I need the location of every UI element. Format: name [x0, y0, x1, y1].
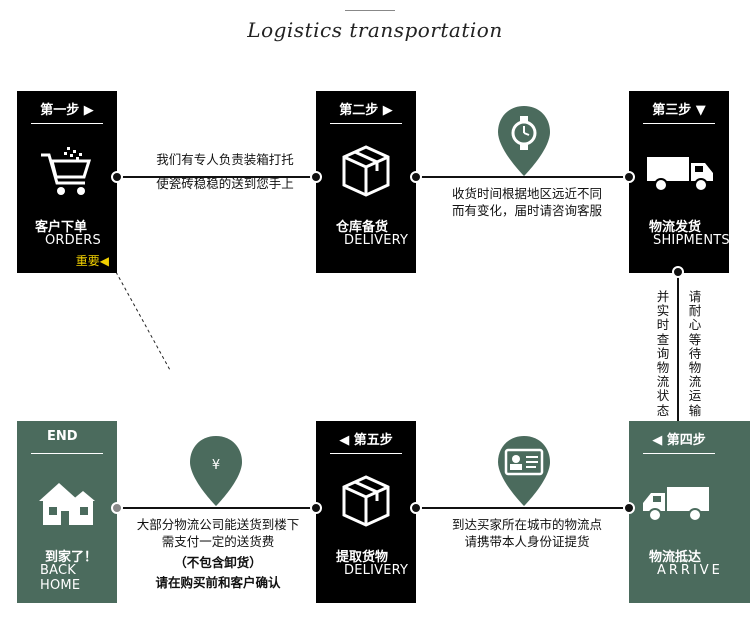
- step-1-label: 第一步 ▶: [40, 103, 94, 118]
- step-3-title: 物流发货: [649, 220, 702, 235]
- dashed-guide-line: [115, 271, 171, 371]
- truck-icon: [645, 141, 715, 201]
- clock-pin-icon: [498, 106, 550, 176]
- package-box-icon: [336, 471, 396, 531]
- step-3-box: 第三步 ▼ 物流发货 SHIPMENTS: [629, 91, 730, 273]
- step-end-box: END 到家了！ BACK HOME: [17, 421, 117, 603]
- connector-dot: [111, 502, 123, 514]
- title-ornament-line: [345, 10, 395, 11]
- step-5-subtitle: DELIVERY: [344, 563, 409, 578]
- step-5-label: ◀ 第五步: [339, 433, 393, 448]
- connector-dot: [623, 502, 635, 514]
- note-pickup-line1: 到达买家所在城市的物流点: [451, 517, 602, 532]
- step-2-label: 第二步 ▶: [339, 103, 393, 118]
- step-2-title: 仓库备货: [336, 220, 389, 235]
- connector-dot: [623, 171, 635, 183]
- step-4-subtitle: ARRIVE: [657, 563, 723, 578]
- note-wait-vertical: 请耐心等待物流运输: [688, 289, 702, 418]
- important-badge: 重要◀: [75, 254, 109, 268]
- page-title: Logistics transportation: [247, 18, 503, 42]
- yen-symbol: ¥: [212, 458, 220, 473]
- connector-dot: [410, 502, 422, 514]
- step-2-rule: [330, 123, 402, 124]
- connector-dot: [310, 502, 322, 514]
- step-5-title: 提取货物: [336, 550, 389, 565]
- step-1-box: 第一步 ▶ 客户下单 ORDERS 重要◀: [17, 91, 117, 273]
- step-1-rule: [31, 123, 103, 124]
- package-box-icon: [336, 141, 396, 201]
- yen-pin-icon: ¥: [190, 436, 242, 506]
- truck-icon: [641, 471, 711, 531]
- note-packing-line1: 我们有专人负责装箱打托: [156, 152, 294, 167]
- house-icon: [37, 471, 97, 531]
- step-4-label: ◀ 第四步: [652, 433, 706, 448]
- note-packing-line2: 使瓷砖稳稳的送到您手上: [156, 176, 294, 191]
- note-delivery-time-line1: 收货时间根据地区远近不同: [451, 186, 602, 201]
- note-fee-line3: （不包含卸货）: [174, 555, 262, 570]
- note-packing: 我们有专人负责装箱打托 使瓷砖稳稳的送到您手上: [140, 148, 310, 196]
- connector-dot: [410, 171, 422, 183]
- note-pickup-line2: 请携带本人身份证提货: [464, 534, 590, 549]
- connector-dot: [310, 171, 322, 183]
- step-5-box: ◀ 第五步 提取货物 DELIVERY: [316, 421, 416, 603]
- step-3-label: 第三步 ▼: [652, 103, 706, 118]
- step-1-subtitle: ORDERS: [45, 233, 101, 248]
- shopping-cart-icon: [37, 141, 97, 201]
- step-4-box: ◀ 第四步 物流抵达 ARRIVE: [629, 421, 750, 603]
- note-pickup: 到达买家所在城市的物流点 请携带本人身份证提货: [432, 516, 622, 550]
- step-2-subtitle: DELIVERY: [344, 233, 409, 248]
- note-fee-line2: 需支付一定的送货费: [161, 534, 275, 549]
- connector-dot: [672, 266, 684, 278]
- step-2-box: 第二步 ▶ 仓库备货 DELIVERY: [316, 91, 416, 273]
- step-end-rule: [31, 453, 103, 454]
- step-4-rule: [643, 453, 715, 454]
- step-end-title: 到家了！: [45, 550, 98, 565]
- note-delivery-fee: 大部分物流公司能送货到楼下 需支付一定的送货费 （不包含卸货） 请在购买前和客户…: [120, 516, 316, 591]
- note-fee-line1: 大部分物流公司能送货到楼下: [136, 517, 300, 532]
- step-end-label: END: [47, 429, 78, 444]
- note-delivery-time-line2: 而有变化，届时请咨询客服: [451, 203, 602, 218]
- note-delivery-time: 收货时间根据地区远近不同 而有变化，届时请咨询客服: [432, 185, 622, 219]
- step-3-subtitle: SHIPMENTS: [653, 233, 730, 248]
- step-5-rule: [330, 453, 402, 454]
- step-3-rule: [643, 123, 715, 124]
- note-track-vertical: 并实时查询物流状态: [656, 289, 670, 418]
- note-fee-line4: 请在购买前和客户确认: [155, 575, 281, 590]
- step-1-title: 客户下单: [35, 220, 88, 235]
- connector-line-right: [677, 272, 679, 424]
- step-end-subtitle: BACK HOME: [40, 563, 81, 593]
- connector-dot: [111, 171, 123, 183]
- step-4-title: 物流抵达: [649, 550, 702, 565]
- id-card-pin-icon: [498, 436, 550, 506]
